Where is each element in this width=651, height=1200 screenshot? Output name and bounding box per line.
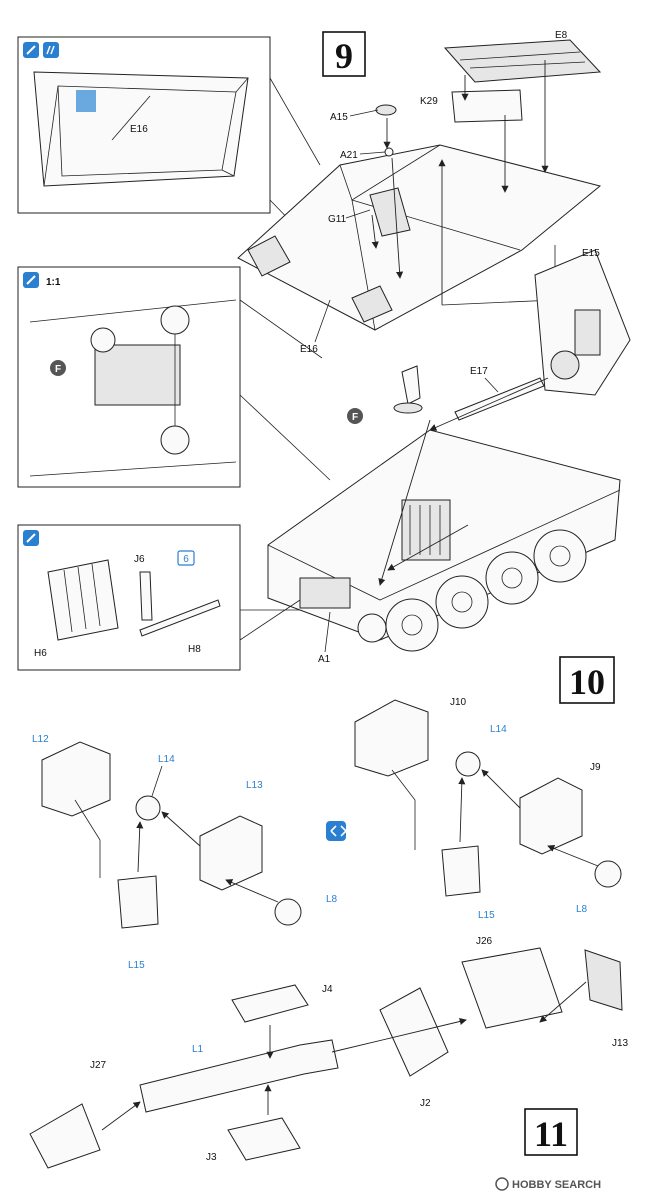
- label-l14-right: L14: [490, 724, 507, 735]
- label-l13: L13: [246, 780, 263, 791]
- marker-f-label-2: F: [352, 412, 358, 423]
- label-j2: J2: [420, 1098, 431, 1109]
- label-j3: J3: [206, 1152, 217, 1163]
- label-e16-inset: E16: [130, 124, 148, 135]
- label-e8: E8: [555, 30, 568, 41]
- road-wheels: [357, 529, 587, 652]
- label-j9: J9: [590, 762, 601, 773]
- label-j4: J4: [322, 984, 333, 995]
- scale-label: 1:1: [46, 277, 61, 288]
- label-l14-left: L14: [158, 754, 175, 765]
- label-j26: J26: [476, 936, 493, 947]
- inset-ammo-rack: 6 J6 H6 H8: [17, 524, 301, 671]
- label-l15-left: L15: [128, 960, 145, 971]
- label-e15: E15: [582, 248, 600, 259]
- label-j27: J27: [90, 1060, 107, 1071]
- label-l1: L1: [192, 1044, 204, 1055]
- label-e17: E17: [470, 366, 488, 377]
- inset-e16-detail: E16: [17, 36, 331, 263]
- step-10-number-box: [559, 656, 615, 704]
- label-j10: J10: [450, 697, 467, 708]
- label-l15-right: L15: [478, 910, 495, 921]
- label-j13: J13: [612, 1038, 629, 1049]
- label-j6: J6: [134, 554, 145, 565]
- label-e16-main: E16: [300, 344, 318, 355]
- label-l8-left: L8: [326, 894, 338, 905]
- watermark-text: HOBBY SEARCH: [512, 1179, 601, 1191]
- step-11-number: 11: [534, 1114, 568, 1154]
- step-10-section: 10 L12 L14 L13 L8 L15 J10 L14 J9 L8 L15: [32, 656, 622, 971]
- marker-f-label: F: [55, 364, 61, 375]
- label-a15: A15: [330, 112, 348, 123]
- symmetry-icon: [326, 821, 346, 841]
- watermark: HOBBY SEARCH: [495, 1177, 601, 1191]
- marker-f-icon: [50, 360, 66, 376]
- lower-hull-chassis: A1: [267, 419, 621, 665]
- step-9-number: 9: [335, 36, 353, 76]
- quantity-label: 6: [183, 554, 189, 565]
- step-11-section: 11 J4 L1 J26 J13 J2 J27 J3: [29, 936, 629, 1169]
- label-k29: K29: [420, 96, 438, 107]
- label-g11: G11: [328, 214, 347, 225]
- superstructure-upper-hull: E8 K29 A15 A21 G11 E16: [237, 30, 602, 355]
- step-10-number: 10: [569, 662, 605, 702]
- marker-f-icon: [347, 408, 363, 424]
- paint-icon: [43, 42, 59, 58]
- step-11-number-box: [524, 1108, 578, 1156]
- step-9-section: 9 E16: [17, 30, 631, 488]
- quantity-badge: [177, 550, 195, 566]
- inset-engine-detail: 1:1 F: [17, 266, 331, 488]
- label-a1: A1: [318, 654, 331, 665]
- label-l8-right: L8: [576, 904, 588, 915]
- label-a21: A21: [340, 150, 358, 161]
- step-9-number-box: [322, 31, 366, 77]
- label-h8: H8: [188, 644, 201, 655]
- label-h6: H6: [34, 648, 47, 659]
- label-l12: L12: [32, 734, 49, 745]
